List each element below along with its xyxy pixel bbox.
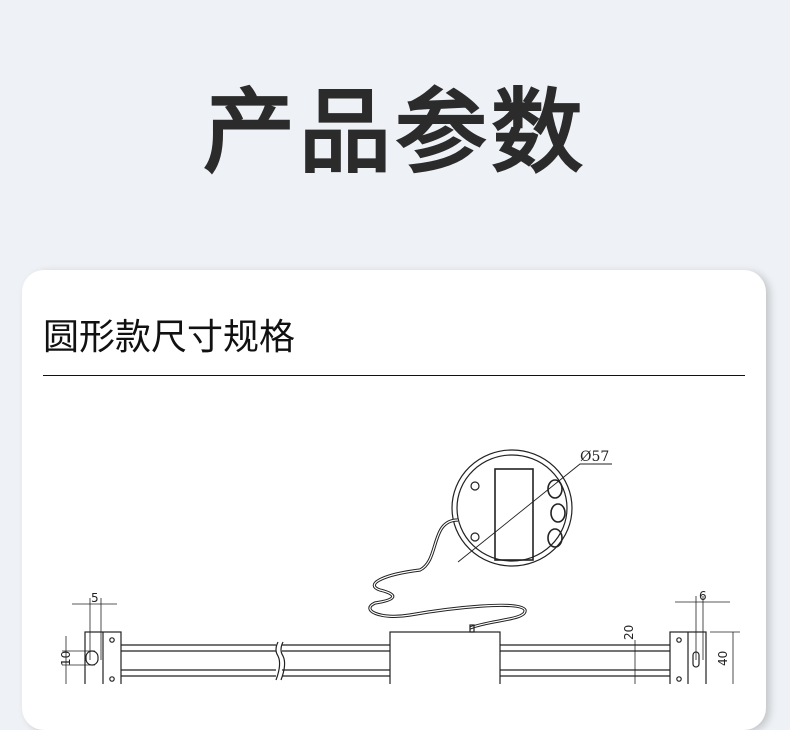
section-title: 圆形款尺寸规格 xyxy=(43,317,296,358)
rail-height-label: 20 xyxy=(622,625,636,640)
right-slot-width-label: 6 xyxy=(699,589,707,603)
left-slot-height-label: 10 xyxy=(59,651,73,666)
divider xyxy=(43,375,745,376)
lcd-screen xyxy=(494,468,534,561)
cable xyxy=(368,518,527,630)
round-display-unit xyxy=(451,449,612,567)
left-slot-width-label: 5 xyxy=(91,591,99,605)
diameter-label: Ø57 xyxy=(580,449,609,465)
dimension-lines xyxy=(62,596,740,684)
reading-head xyxy=(389,631,501,684)
unit-button xyxy=(547,528,563,548)
dimension-drawing: Ø57 5 6 10 20 40 xyxy=(59,449,740,684)
power-button xyxy=(550,503,566,523)
bracket-height-label: 40 xyxy=(716,651,730,666)
zero-button xyxy=(547,479,563,499)
page-title: 产品参数 xyxy=(202,79,587,186)
linear-scale xyxy=(84,624,707,684)
